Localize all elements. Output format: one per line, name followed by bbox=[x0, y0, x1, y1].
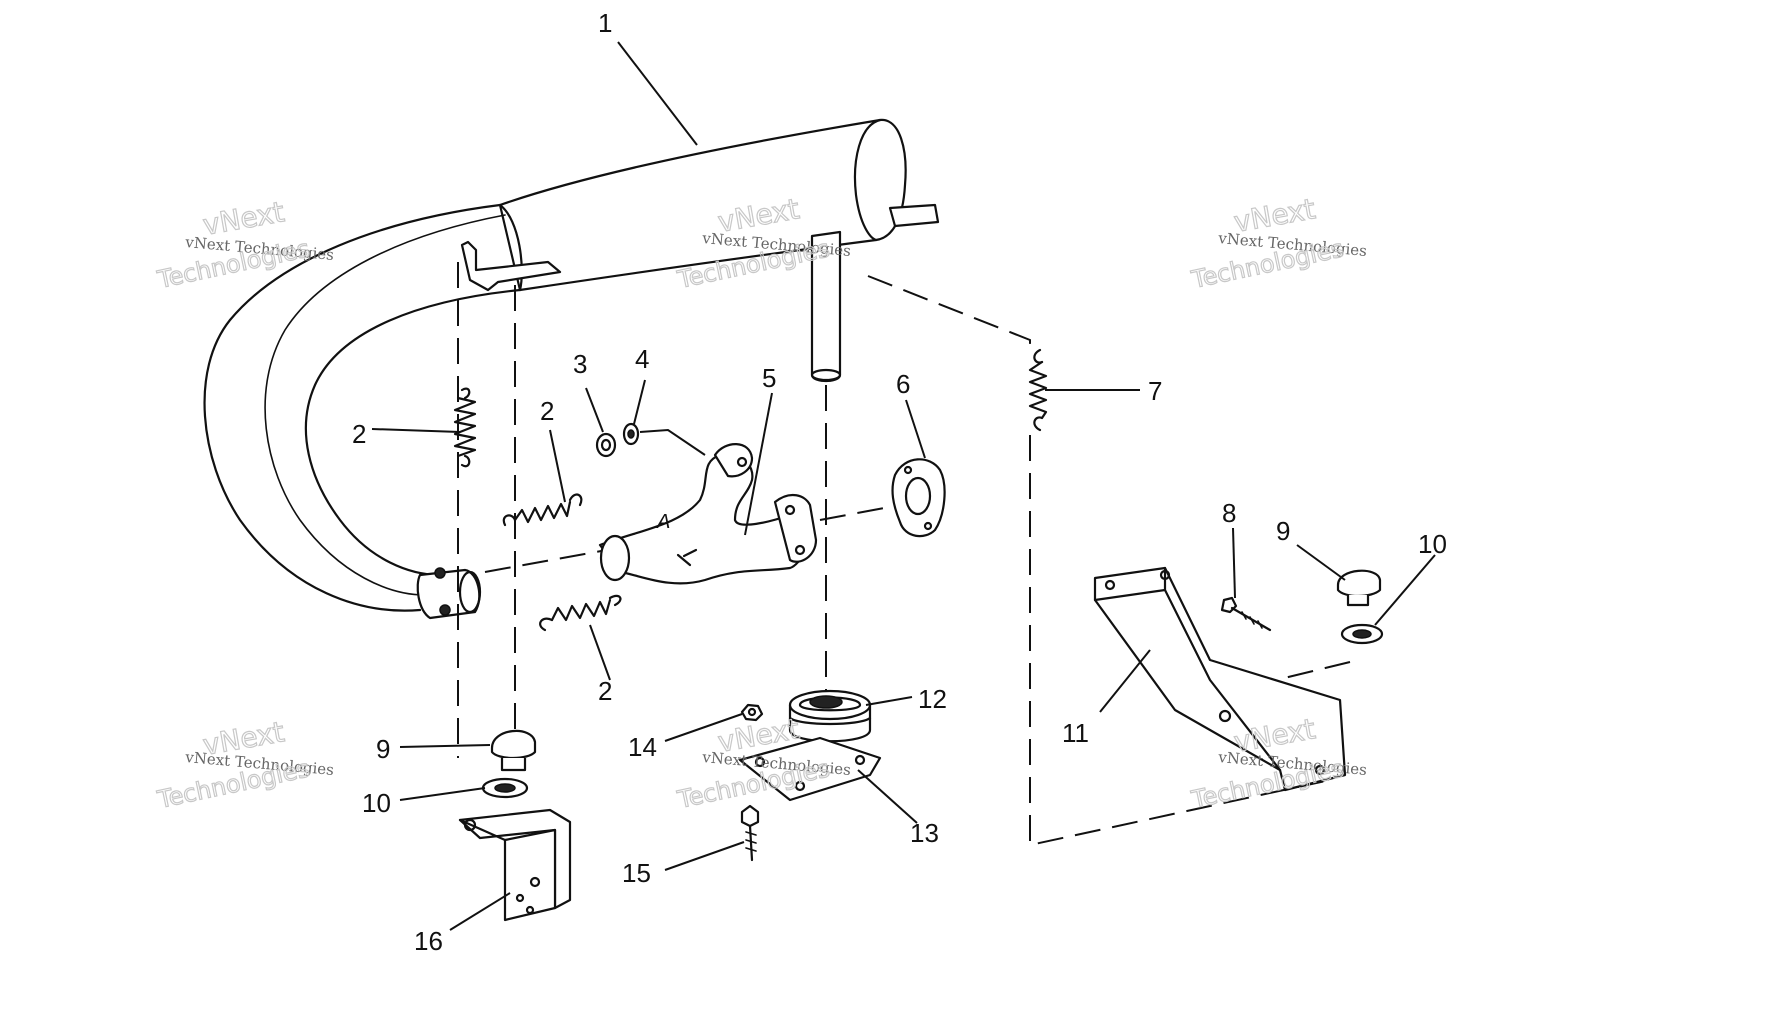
callout-14: 14 bbox=[628, 732, 657, 762]
nut-14 bbox=[740, 703, 764, 722]
bolt-8 bbox=[1220, 596, 1272, 632]
callout-labels: 1 2 2 2 3 4 5 6 7 8 9 10 11 12 13 14 15 … bbox=[352, 8, 1447, 956]
callout-9-left: 9 bbox=[376, 734, 390, 764]
callout-16: 16 bbox=[414, 926, 443, 956]
bracket-16 bbox=[458, 808, 572, 922]
callout-12: 12 bbox=[918, 684, 947, 714]
callout-13: 13 bbox=[910, 818, 939, 848]
alignment-lines bbox=[457, 262, 1351, 847]
callout-1: 1 bbox=[598, 8, 612, 38]
callout-2-middle: 2 bbox=[540, 396, 554, 426]
grommet-9-left bbox=[490, 729, 537, 772]
watermark-top-left: vNext vNext Technologies Technologies bbox=[154, 195, 335, 295]
washer-10-left bbox=[481, 777, 529, 799]
callout-8: 8 bbox=[1222, 498, 1236, 528]
watermark-bottom-left: vNext vNext Technologies Technologies bbox=[154, 715, 335, 815]
callout-11: 11 bbox=[1062, 718, 1089, 748]
pipe-stamp-letter: A bbox=[656, 511, 670, 533]
leader-lines bbox=[371, 41, 1436, 931]
nut-line bbox=[639, 428, 706, 456]
bracket-11 bbox=[1093, 566, 1347, 792]
spring-7 bbox=[1028, 348, 1048, 432]
callout-2-bottom: 2 bbox=[598, 676, 612, 706]
nut-3 bbox=[595, 432, 617, 458]
muffler-assembly bbox=[203, 118, 940, 620]
callout-4: 4 bbox=[635, 344, 649, 374]
callout-3: 3 bbox=[573, 349, 587, 379]
callout-6: 6 bbox=[896, 369, 910, 399]
washer-4 bbox=[622, 422, 640, 446]
grommet-9-right bbox=[1336, 569, 1382, 607]
callout-2-left: 2 bbox=[352, 419, 366, 449]
washer-10-right bbox=[1340, 623, 1384, 645]
y-pipe-5 bbox=[598, 443, 818, 585]
callout-10-right: 10 bbox=[1418, 529, 1447, 559]
mount-plate-13 bbox=[738, 736, 882, 802]
callout-15: 15 bbox=[622, 858, 651, 888]
callout-9-right: 9 bbox=[1276, 516, 1290, 546]
spring-2-middle bbox=[502, 493, 583, 527]
gasket-6 bbox=[891, 458, 946, 538]
pipe-stamp-mark bbox=[676, 548, 698, 567]
callout-10-left: 10 bbox=[362, 788, 391, 818]
rubber-mount-12 bbox=[788, 689, 872, 743]
watermark-top-right: vNext vNext Technologies Technologies bbox=[1188, 192, 1368, 295]
spring-2-left bbox=[453, 387, 477, 468]
spring-2-bottom bbox=[539, 594, 622, 632]
bolt-15 bbox=[740, 804, 760, 862]
callout-7: 7 bbox=[1148, 376, 1162, 406]
callout-5: 5 bbox=[762, 363, 776, 393]
